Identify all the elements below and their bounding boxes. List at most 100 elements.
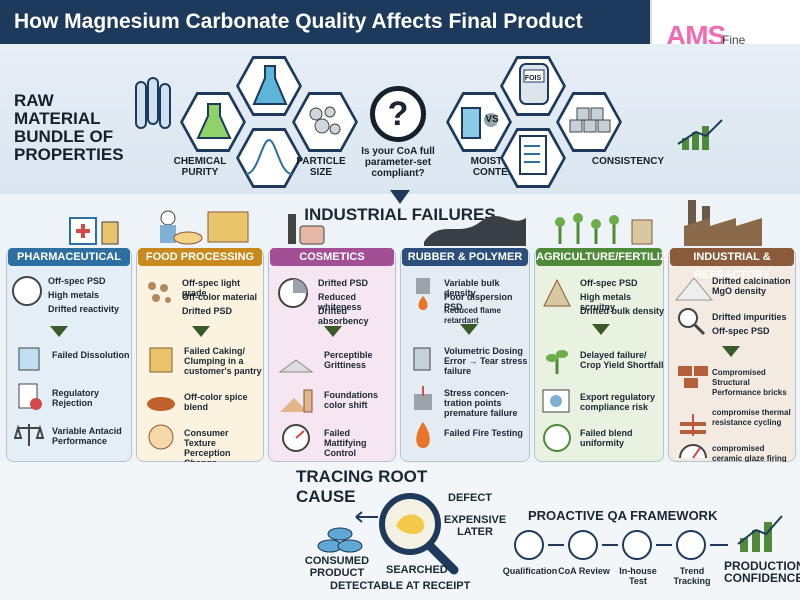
question-icon: ? xyxy=(370,86,426,142)
bricks-icon xyxy=(678,366,708,388)
medicine-icon xyxy=(69,217,119,245)
property-label-particle: PARTICLE SIZE xyxy=(296,156,346,178)
defect-item: Poor dispersion PSD xyxy=(444,292,513,312)
rubber-icon xyxy=(424,215,526,246)
industrial-failures-title: INDUSTRIAL FAILURES xyxy=(304,205,496,224)
magnifier-icon xyxy=(678,308,706,336)
qa-step-label: Qualification xyxy=(502,566,558,576)
pie-chart-icon xyxy=(278,278,308,308)
defect-item: Drifted PSD xyxy=(182,306,233,316)
defect-item: Off-spec light grade xyxy=(182,278,240,298)
plants-icon xyxy=(555,213,653,245)
growth-chart-icon xyxy=(677,119,723,150)
stress-icon xyxy=(414,386,432,410)
package-icon xyxy=(149,347,173,373)
left-arrow-icon xyxy=(355,511,378,523)
cosmetics-icon xyxy=(288,214,325,245)
expensive-label: EXPENSIVE LATER xyxy=(443,514,507,538)
flame-drop-icon xyxy=(416,278,430,310)
result-item: Failed Caking/ Clumping in a customer's … xyxy=(184,346,262,376)
checklist-icon xyxy=(519,135,547,175)
result-item: Off-color spice blend xyxy=(184,392,248,412)
stack-icon xyxy=(569,107,611,133)
defect-item: Reduced whiteness xyxy=(318,292,362,312)
result-item: Regulatory Rejection xyxy=(52,388,100,408)
defect-item: Off-spec PSD xyxy=(48,276,106,286)
defect-item: Off-spec PSD xyxy=(712,326,770,336)
consumed-stack-icon xyxy=(317,527,363,553)
down-arrow-icon xyxy=(592,324,610,335)
defect-item: Variable bulk density xyxy=(444,278,500,298)
tube-bundle-icon xyxy=(135,77,171,129)
thermal-icon xyxy=(680,414,706,436)
qa-step-label: In-house Test xyxy=(619,566,657,586)
glaze-gauge-icon xyxy=(679,444,707,459)
moisture-icon xyxy=(461,107,498,139)
vs-label: VS xyxy=(485,114,499,125)
property-label-consistency: CONSISTENCY xyxy=(591,156,665,167)
flask-icon xyxy=(196,103,232,139)
qa-step-label: Trend Tracking xyxy=(673,566,711,586)
panel-title-agriculture: AGRICULTURE/FERTILIZER xyxy=(536,248,682,266)
factory-icon xyxy=(684,200,762,246)
down-arrow-icon xyxy=(324,326,342,337)
panel-title-rubber: RUBBER & POLYMER xyxy=(402,248,528,266)
trend-tracking-step-icon xyxy=(676,530,706,560)
fire-icon xyxy=(416,422,430,448)
panel-title-industrial: INDUSTRIAL & REFRACTORY xyxy=(670,248,794,281)
confidence-chart-icon xyxy=(737,515,783,552)
face-icon xyxy=(148,424,174,450)
pie-icon xyxy=(12,276,42,306)
scale-icon xyxy=(14,424,44,446)
raw-material-label: RAW MATERIAL BUNDLE OF PROPERTIES xyxy=(14,91,124,164)
defect-item: Off-spec PSD xyxy=(580,278,638,288)
powder-icon xyxy=(278,359,314,373)
down-arrow-icon xyxy=(460,324,478,335)
result-item: Compromised Structural Performance brick… xyxy=(712,368,787,397)
detectable-label: DETECTABLE AT RECEIPT xyxy=(330,580,471,592)
defect-label: DEFECT xyxy=(448,492,492,504)
defect-item: Reduced flame retardant xyxy=(444,306,501,325)
result-item: Export regulatory compliance risk xyxy=(580,392,656,412)
qa-flow-arrows xyxy=(548,544,728,546)
dosing-icon xyxy=(413,347,431,371)
spice-bowl-icon xyxy=(147,397,175,411)
purity-hex xyxy=(180,92,246,152)
down-arrow-icon xyxy=(192,326,210,337)
rejected-document-icon xyxy=(18,383,42,410)
down-arrow-icon xyxy=(722,346,740,357)
panel-title-food: FOOD PROCESSING xyxy=(138,248,262,266)
searched-label: SEARCHED xyxy=(386,564,448,576)
crop-icon xyxy=(546,350,568,374)
root-cause-title: TRACING ROOT CAUSE xyxy=(296,467,428,506)
blend-icon xyxy=(543,424,571,452)
result-item: Failed Fire Testing xyxy=(444,428,523,438)
production-confidence-label: PRODUCTION CONFIDENCE xyxy=(724,559,800,585)
foundation-icon xyxy=(280,389,313,413)
defect-item: High metals scruitny xyxy=(580,292,632,312)
defect-item: Drifted calcination MgO density xyxy=(712,276,791,296)
coa-question: Is your CoA full parameter-set compliant… xyxy=(361,146,435,179)
result-item: compromised ceramic glaze firing xyxy=(712,444,787,463)
property-label-purity: CHEMICAL PURITY xyxy=(173,156,227,178)
result-item: Volumetric Dosing Error → Tear stress fa… xyxy=(444,346,528,376)
meter-display: FOIS xyxy=(524,75,542,82)
result-item: compromise thermal resistance cycling xyxy=(712,408,791,427)
magnifier-icon xyxy=(379,493,459,575)
result-item: Delayed failure/ Crop Yield Shortfall xyxy=(580,350,664,370)
granules-icon xyxy=(148,282,171,303)
fertilizer-icon xyxy=(543,278,571,307)
defect-item: High metals xyxy=(48,290,100,300)
food-factory-icon xyxy=(160,210,249,245)
beaker-icon xyxy=(18,347,40,371)
in-house-test-step-icon xyxy=(622,530,652,560)
defect-item: Drifted impurities xyxy=(712,312,787,322)
result-item: Foundations color shift xyxy=(324,390,378,410)
panel-title-cosmetics: COSMETICS xyxy=(270,248,394,266)
defect-item: Drifted reactivity xyxy=(48,304,120,314)
panel-title-pharmaceutical: PHARMACEUTICAL xyxy=(8,248,130,266)
defect-item: Drifted PSD xyxy=(318,278,369,288)
result-item: Failed Dissolution xyxy=(52,350,130,360)
result-item: Variable Antacid Performance xyxy=(52,426,122,446)
qa-title: PROACTIVE QA FRAMEWORK xyxy=(528,508,718,523)
